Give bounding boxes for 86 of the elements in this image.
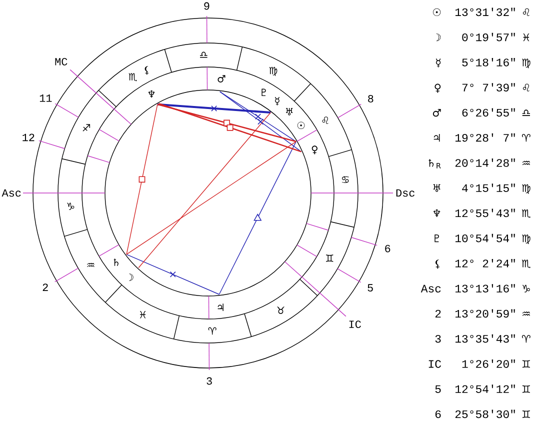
zodiac-glyph: ♌ (322, 116, 328, 124)
zodiac-glyph: ♍ (522, 234, 530, 244)
zodiac-glyph: ♓ (140, 310, 146, 318)
position-value: 13°20'59" (455, 309, 515, 318)
house-number: 11 (40, 94, 52, 102)
zodiac-glyph: ♌ (522, 8, 530, 16)
position-value: 7° 7'39" (462, 83, 515, 92)
planet-glyph: ♄ (114, 258, 118, 266)
zodiac-glyph: ♒ (522, 160, 530, 166)
zodiac-glyph: ♒ (87, 262, 94, 268)
zodiac-glyph: ♒ (522, 311, 530, 316)
house-number: 2 (42, 284, 48, 291)
angle-label: IC (349, 320, 361, 328)
zodiac-glyph: ♊ (522, 410, 530, 418)
planet-glyph: ♄$_{R}$ (428, 159, 441, 168)
zodiac-glyph: ♑ (67, 202, 74, 210)
zodiac-glyph: ♋ (342, 176, 349, 183)
zodiac-glyph: ♊ (522, 385, 530, 393)
house-number: 6 (385, 244, 390, 252)
planet-glyph: ♆ (433, 209, 440, 217)
position-value: 6°26'55" (462, 108, 515, 117)
point-label: 5 (435, 385, 441, 393)
house-number: 9 (204, 2, 210, 10)
zodiac-glyph: ♊ (326, 254, 334, 262)
planet-glyph: ♆ (148, 90, 155, 98)
planet-glyph: ♂ (432, 108, 441, 117)
house-number: 8 (368, 95, 374, 102)
zodiac-glyph: ♉ (277, 306, 284, 314)
position-value: 4°15'15" (462, 184, 515, 192)
planet-glyph: ☽ (128, 274, 134, 281)
zodiac-glyph: ♏ (522, 209, 531, 218)
house-number: 12 (22, 134, 34, 142)
zodiac-glyph: ♌ (522, 84, 530, 92)
position-value: 12°55'43" (455, 208, 515, 218)
point-label: 2 (435, 310, 441, 318)
angle-label: MC (55, 58, 68, 66)
point-label: Asc (420, 284, 441, 292)
position-value: 1°26'20" (462, 359, 515, 368)
zodiac-glyph: ♓ (523, 33, 530, 42)
zodiac-glyph: ♐ (82, 124, 90, 132)
position-value: 0°19'57" (462, 32, 515, 42)
angle-label: Dsc (396, 189, 414, 197)
planet-glyph: ☿ (275, 97, 280, 106)
zodiac-glyph: ♈ (522, 134, 530, 142)
position-value: 13°31'32" (455, 8, 515, 16)
position-value: 13°13'16" (455, 284, 515, 292)
angle-label: Asc (2, 189, 21, 197)
planet-glyph: ♃ (434, 134, 440, 142)
zodiac-glyph: ♍ (522, 58, 530, 68)
zodiac-glyph: ♈ (522, 334, 530, 343)
zodiac-glyph: ♏ (128, 73, 137, 82)
zodiac-glyph: ♎ (200, 52, 208, 58)
planet-glyph: ☉ (433, 8, 441, 16)
position-value: 5°18'16" (462, 58, 515, 66)
planet-glyph: ⚸ (144, 66, 149, 75)
zodiac-glyph: ♍ (522, 184, 530, 194)
planet-glyph: ♅ (433, 184, 440, 192)
position-value: 25°58'30" (455, 410, 515, 418)
point-label: 3 (435, 334, 441, 343)
zodiac-glyph: ♍ (269, 66, 278, 76)
position-value: 13°35'43" (455, 334, 515, 343)
planet-glyph: ♇ (434, 234, 439, 242)
planet-glyph: ⚸ (436, 260, 440, 269)
house-number: 5 (368, 284, 373, 292)
position-value: 12° 2'24" (455, 258, 515, 268)
planet-glyph: ♃ (218, 304, 224, 311)
planet-glyph: ♀ (434, 84, 441, 93)
planet-glyph: ☉ (297, 122, 305, 130)
position-value: 19°28' 7" (455, 133, 515, 142)
planet-glyph: ☿ (436, 58, 441, 68)
planet-glyph: ♀ (312, 146, 318, 154)
position-value: 10°54'54" (455, 234, 515, 242)
planet-glyph: ♅ (286, 108, 293, 116)
zodiac-glyph: ♏ (522, 260, 531, 268)
position-value: 12°54'12" (455, 384, 515, 393)
zodiac-glyph: ♎ (522, 110, 530, 116)
position-value: 20°14'28" (455, 158, 515, 167)
point-label: IC (428, 360, 442, 368)
point-label: 6 (435, 410, 441, 418)
zodiac-glyph: ♈ (208, 327, 216, 335)
planet-glyph: ♂ (218, 75, 226, 82)
planet-glyph: ☽ (436, 34, 441, 42)
zodiac-glyph: ♊ (522, 360, 530, 368)
house-number: 3 (206, 377, 212, 385)
zodiac-glyph: ♑ (522, 284, 530, 292)
planet-glyph: ♇ (262, 88, 266, 96)
